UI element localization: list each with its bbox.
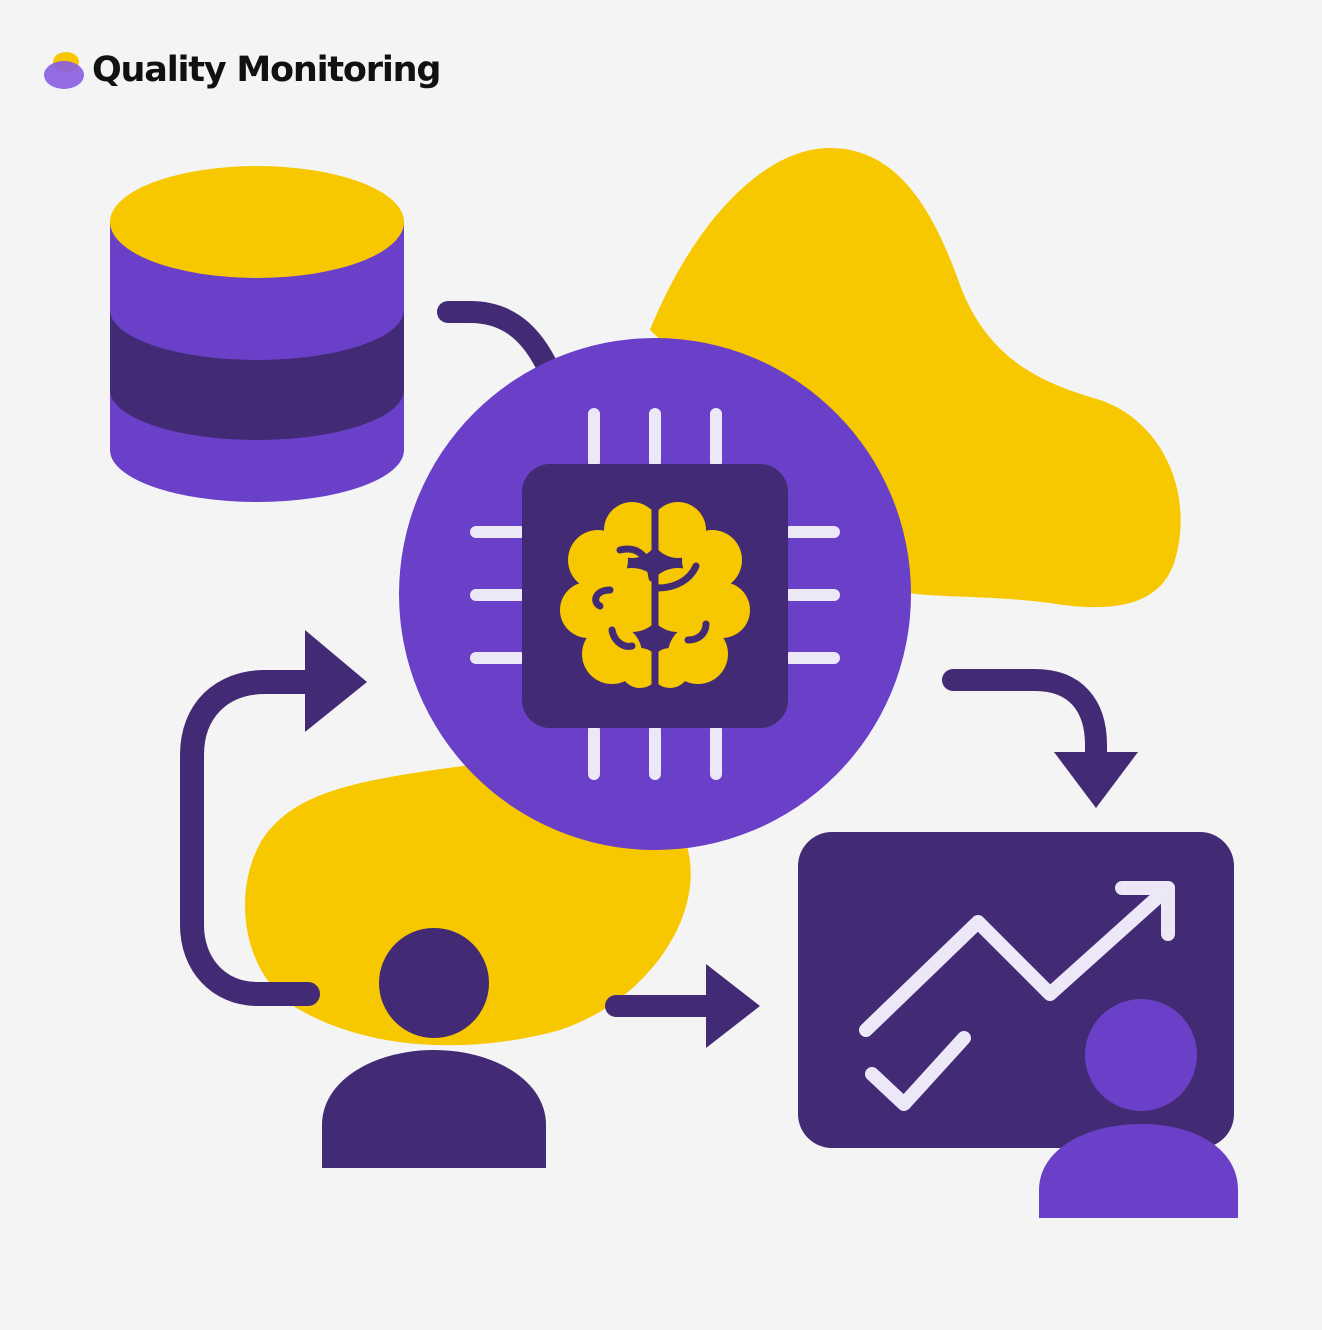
arrow-user-to-dashboard: [605, 964, 760, 1048]
arrow-database-to-chip: [437, 301, 556, 373]
database-icon: [110, 166, 404, 502]
arrow-user-to-chip: [180, 630, 367, 1006]
brand-header: Quality Monitoring: [44, 48, 441, 92]
page-title: Quality Monitoring: [92, 49, 441, 90]
ai-chip-brain-icon: [399, 338, 911, 850]
yellow-blob-top-right: [650, 148, 1181, 608]
reviewer-avatar-icon: [1039, 999, 1238, 1218]
user-icon: [322, 928, 546, 1168]
arrow-chip-to-dashboard: [942, 669, 1138, 808]
overlapping-blobs-logo-icon: [44, 52, 84, 89]
